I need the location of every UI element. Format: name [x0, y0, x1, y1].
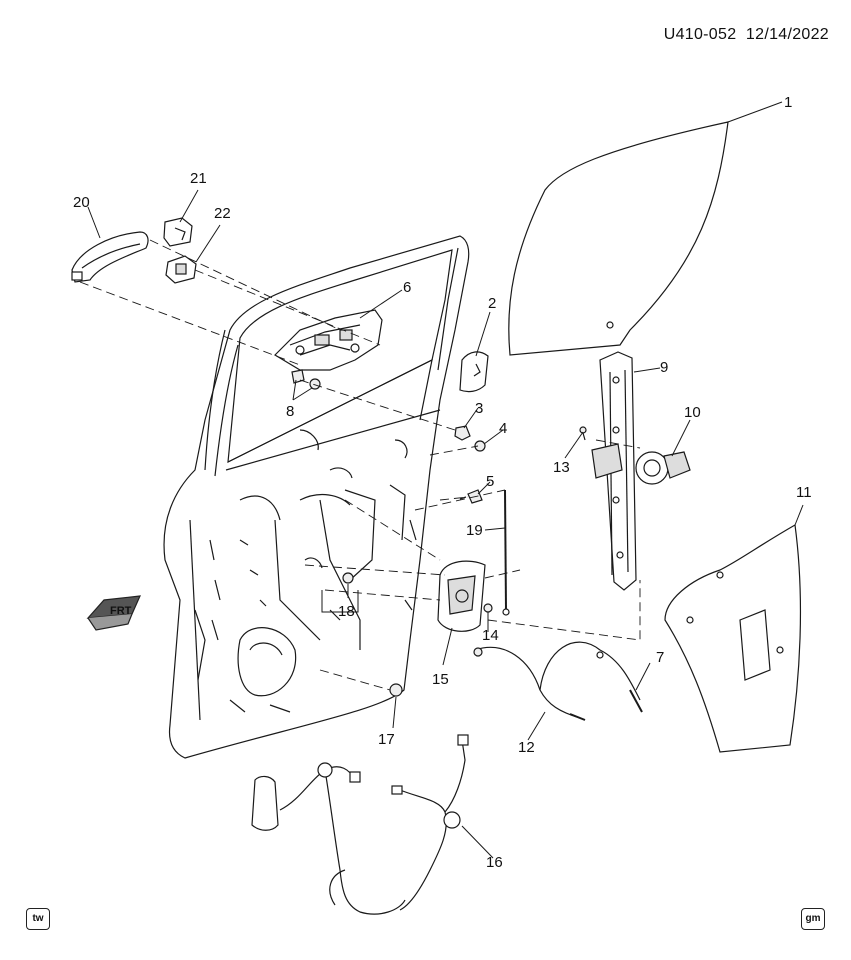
front-marker-text: FRT: [110, 605, 132, 617]
door-inner-panel: [163, 235, 470, 759]
window-regulator: [591, 351, 637, 591]
callout-15: 15: [432, 671, 449, 688]
door-latch: [437, 560, 486, 632]
callout-17: 17: [378, 731, 395, 748]
gm-logo-icon: gm: [801, 908, 825, 930]
screw-14: [483, 603, 493, 613]
cable-12: [473, 646, 586, 721]
callout-11: 11: [796, 484, 812, 501]
bolt-5: [459, 489, 483, 504]
water-deflector: [664, 524, 802, 753]
callout-10: 10: [684, 404, 701, 421]
fastener-3: [454, 425, 471, 441]
front-direction-marker: [86, 595, 141, 631]
callout-18: 18: [338, 603, 355, 620]
diagram-code: U410-052: [663, 26, 737, 43]
handle-frame: [165, 255, 197, 284]
bolt-13: [579, 426, 587, 441]
diagram-header: U410-052 12/14/2022: [664, 26, 829, 44]
callout-19: 19: [466, 522, 483, 539]
callout-13: 13: [553, 459, 570, 476]
callout-14: 14: [482, 627, 499, 644]
callout-numbers: 1 2 3 4 5 6 7 8 9 10 11 12 13 14 15 16 1…: [73, 94, 812, 871]
callout-3: 3: [475, 400, 483, 417]
callout-9: 9: [660, 359, 668, 376]
callout-22: 22: [214, 205, 231, 222]
callout-20: 20: [73, 194, 90, 211]
window-glass: [508, 121, 729, 356]
callout-4: 4: [499, 420, 507, 437]
callout-21: 21: [190, 170, 207, 187]
callout-16: 16: [486, 854, 503, 871]
cable-7: [539, 641, 643, 713]
grommet-17: [389, 683, 403, 697]
callout-8: 8: [286, 403, 294, 420]
tw-logo-icon: tw: [26, 908, 50, 930]
callout-2: 2: [488, 295, 496, 312]
wiring-harness: [251, 734, 469, 915]
window-motor: [635, 451, 691, 485]
callout-1: 1: [784, 94, 792, 111]
outside-handle: [71, 231, 149, 283]
fastener-18: [342, 572, 354, 584]
callout-5: 5: [486, 473, 494, 490]
handle-cap: [163, 217, 193, 247]
callout-7: 7: [656, 649, 664, 666]
assembly-lines: [79, 239, 641, 691]
diagram-date: 12/14/2022: [745, 26, 829, 43]
handle-bracket: [274, 309, 383, 371]
callout-6: 6: [403, 279, 411, 296]
bracket-nuts: [291, 369, 321, 390]
washer-4: [474, 440, 486, 452]
lock-rod: [502, 489, 510, 616]
leader-lines: [87, 101, 804, 859]
glass-pad: [459, 351, 489, 393]
callout-12: 12: [518, 739, 535, 756]
